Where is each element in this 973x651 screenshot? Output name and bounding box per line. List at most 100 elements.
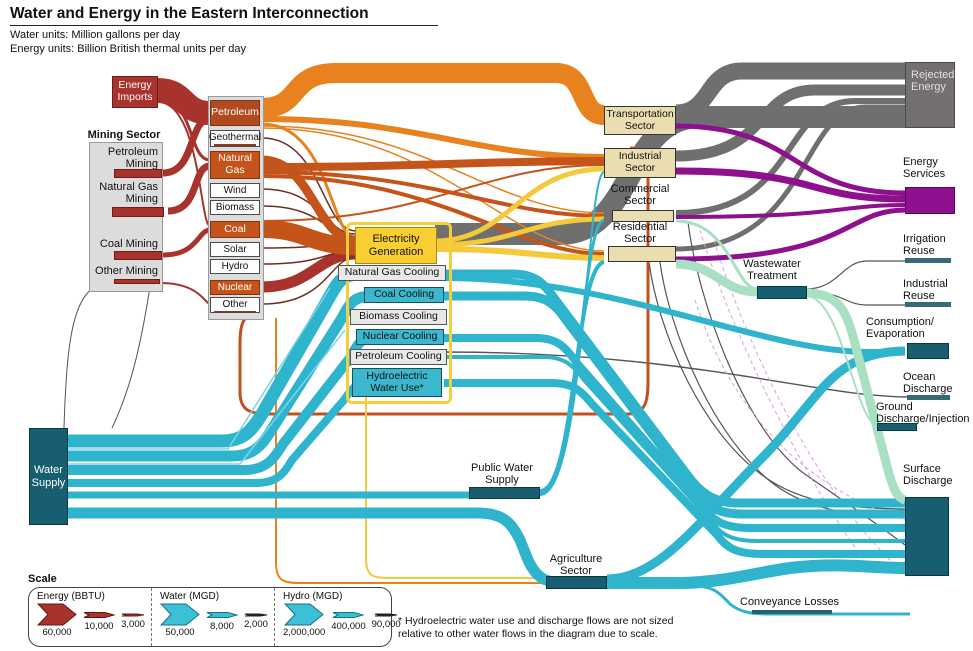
- water-medium-value: 8,000: [210, 620, 234, 632]
- flow-public-supply-to-industrial: [539, 171, 605, 496]
- node-hydroelectric-water-use: Hydroelectric Water Use*: [352, 368, 442, 397]
- commercial-sector-node: [612, 210, 674, 222]
- flow-electricity-to-commercial: [434, 216, 605, 248]
- flow-water-to-coal-cooling: [68, 290, 373, 462]
- energy-small-value: 3,000: [121, 618, 145, 630]
- energy-large-arrow-icon: [37, 603, 77, 626]
- flow-wastewater-to-surface: [805, 288, 907, 505]
- petroleum-mining-node: [114, 169, 162, 178]
- flow-commercial-to-wastewater: [675, 219, 758, 291]
- hydro-large-arrow-icon: [284, 603, 324, 626]
- flow-residential-to-rejected: [675, 104, 905, 252]
- water-units-note: Water units: Million gallons per day: [10, 29, 181, 41]
- commercial-sector-label: Commercial Sector: [610, 183, 670, 208]
- node-nuclear: Nuclear: [210, 280, 260, 295]
- scale-title: Scale: [28, 573, 57, 585]
- flow-transportation-to-rejected: [675, 62, 905, 122]
- flow-imports-to-gas: [157, 97, 211, 162]
- natural-gas-mining-label: Natural Gas Mining: [99, 181, 158, 206]
- node-solar: Solar: [210, 242, 260, 257]
- node-irrigation-reuse: [905, 258, 951, 263]
- flow-gas-to-commercial: [261, 170, 605, 218]
- node-surface-discharge: [905, 497, 949, 576]
- mining-sector-panel: [89, 142, 163, 292]
- node-agriculture-sector: [546, 576, 607, 589]
- node-natural-gas-cooling: Natural Gas Cooling: [338, 265, 446, 281]
- consumption-evaporation-label: Consumption/ Evaporation: [866, 316, 934, 341]
- flow-agriculture-to-evaporation: [606, 346, 906, 584]
- node-conveyance-losses: [752, 610, 832, 614]
- other-mining-node: [114, 279, 160, 284]
- agriculture-sector-label: Agriculture Sector: [549, 553, 603, 578]
- node-nuclear-cooling: Nuclear Cooling: [356, 329, 444, 345]
- coal-mining-node: [114, 251, 162, 260]
- flow-coal-mining: [162, 227, 211, 258]
- flow-nuclear-cooling-discharge: [444, 334, 905, 532]
- flow-coal-to-electricity: [261, 220, 357, 255]
- energy-units-note: Energy units: Billion British thermal un…: [10, 43, 246, 55]
- scale-hydro-name: Hydro (MGD): [283, 591, 343, 602]
- energy-medium-arrow-icon: [83, 611, 115, 618]
- node-industrial-sector: Industrial Sector: [604, 148, 676, 178]
- node-petroleum-cooling: Petroleum Cooling: [350, 349, 447, 365]
- node-coal-cooling: Coal Cooling: [364, 287, 444, 303]
- node-biomass-cooling: Biomass Cooling: [350, 309, 447, 325]
- flow-coal-cooling-discharge: [444, 291, 905, 519]
- scale-group-water: Water (MGD) 50,000 8,000 2,000: [151, 588, 274, 646]
- flow-water-to-nuclear-cooling: [68, 333, 375, 475]
- scale-energy-name: Energy (BBTU): [37, 591, 105, 602]
- flow-agriculture-to-surface: [607, 559, 906, 589]
- flow-imports-to-coal: [157, 101, 211, 227]
- node-public-water-supply: [469, 487, 540, 499]
- electricity-group-outline: [346, 222, 452, 404]
- wastewater-treatment-label: Wastewater Treatment: [743, 258, 801, 283]
- node-geothermal: Geothermal: [209, 130, 261, 147]
- node-coal: Coal: [210, 221, 260, 238]
- flow-petroleum-to-industrial: [261, 116, 605, 160]
- flow-electricity-to-agriculture: [365, 397, 546, 579]
- scale-water-name: Water (MGD): [160, 591, 220, 602]
- other-mining-label: Other Mining: [95, 265, 158, 277]
- flow-gas-to-residential: [261, 174, 605, 256]
- flow-public-supply-to-commercial: [539, 218, 605, 495]
- irrigation-reuse-label: Irrigation Reuse: [903, 233, 946, 258]
- node-energy-services: [905, 187, 955, 214]
- node-consumption-evaporation: [907, 343, 949, 359]
- hydro-medium-value: 400,000: [331, 620, 366, 632]
- energy-small-arrow-icon: [121, 613, 145, 616]
- node-rejected-energy: Rejected Energy: [905, 62, 955, 128]
- hydro-medium-arrow-icon: [333, 611, 365, 618]
- surface-discharge-label: Surface Discharge: [903, 463, 953, 488]
- node-wind: Wind: [210, 183, 260, 198]
- flow-other-mining: [159, 282, 211, 305]
- node-energy-imports: Energy Imports: [112, 76, 158, 108]
- flow-electricity-to-residential: [434, 246, 605, 261]
- flow-commercial-to-services: [675, 203, 906, 219]
- flow-petroleum-cooling-discharge: [444, 355, 905, 543]
- flow-residential-to-services: [675, 207, 906, 262]
- energy-medium-value: 10,000: [84, 620, 114, 632]
- water-small-arrow-icon: [244, 613, 268, 616]
- geothermal-bar: [213, 144, 257, 146]
- node-hydro: Hydro: [210, 259, 260, 274]
- water-large-arrow-icon: [160, 603, 200, 626]
- flow-transportation-to-services: [675, 123, 906, 196]
- node-biomass: Biomass: [210, 200, 260, 215]
- coal-mining-label: Coal Mining: [99, 238, 158, 250]
- flow-wastewater-to-ground: [805, 295, 879, 428]
- node-wastewater-treatment: [757, 286, 807, 299]
- node-ground-discharge: [877, 423, 917, 431]
- node-ocean-discharge: [907, 395, 950, 400]
- public-water-supply-label: Public Water Supply: [471, 462, 533, 487]
- flow-nuclear-to-electricity: [261, 248, 357, 293]
- node-other: Other: [210, 297, 260, 313]
- scale-legend: Energy (BBTU) 60,000 10,000 3,000 Water …: [28, 587, 401, 647]
- water-large-value: 50,000: [165, 627, 195, 638]
- flow-commercial-to-rejected: [675, 98, 905, 216]
- water-medium-arrow-icon: [206, 611, 238, 618]
- node-electricity-generation: Electricity Generation: [355, 227, 437, 264]
- page-title: Water and Energy in the Eastern Intercon…: [10, 5, 438, 26]
- industrial-reuse-label: Industrial Reuse: [903, 278, 948, 303]
